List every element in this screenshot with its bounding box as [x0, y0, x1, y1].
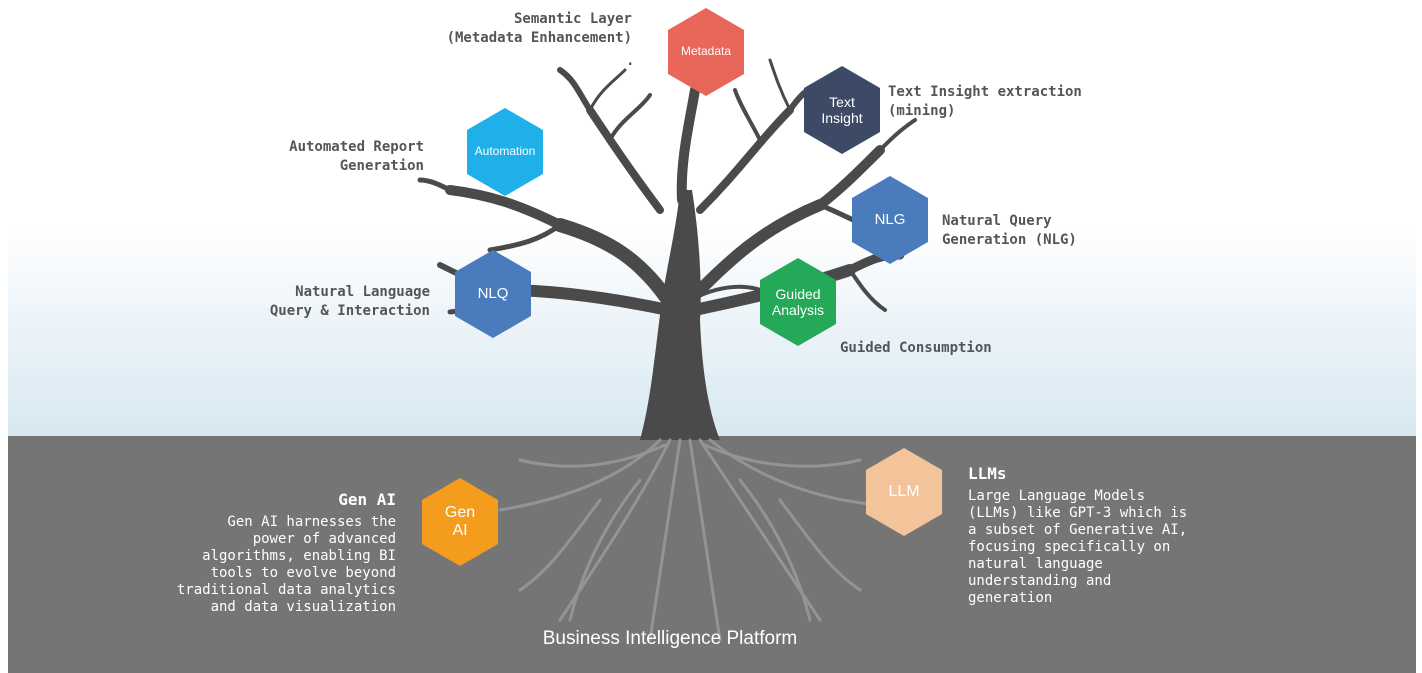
- text-insight-node[interactable]: Text Insight: [804, 66, 880, 154]
- natural-query-generation-label: Natural Query Generation (NLG): [942, 213, 1077, 248]
- root: [703, 443, 862, 468]
- branch: [588, 68, 627, 112]
- text-insight-label: Text Insight extraction (mining): [888, 84, 1082, 119]
- nlq-node-label: NLQ: [477, 285, 509, 303]
- branch: [848, 268, 887, 312]
- root: [688, 438, 722, 642]
- root: [738, 478, 812, 622]
- branch: [733, 88, 762, 142]
- guided-analysis-node[interactable]: Guided Analysis: [760, 258, 836, 346]
- llm-node-label: LLM: [888, 482, 920, 500]
- branch: [696, 106, 794, 214]
- metadata-node-label: Metadata: [680, 44, 732, 59]
- branch: [557, 67, 593, 113]
- automation-node-label: Automation: [474, 144, 536, 159]
- branch: [445, 185, 565, 230]
- root: [558, 438, 672, 622]
- branch: [417, 177, 453, 193]
- root: [648, 438, 682, 642]
- tree-trunk-core: [640, 190, 720, 440]
- platform-title: Business Intelligence Platform: [542, 628, 798, 649]
- root: [518, 443, 667, 468]
- branch: [684, 199, 826, 306]
- llms-description: Large Language Models (LLMs) like GPT-3 …: [968, 488, 1188, 606]
- metadata-node[interactable]: Metadata: [668, 8, 744, 96]
- text-insight-node-label: Text Insight: [821, 93, 863, 126]
- nlg-node-label: NLG: [874, 211, 906, 229]
- branch: [553, 218, 675, 307]
- root: [778, 498, 862, 592]
- branch: [768, 58, 792, 112]
- branch: [586, 106, 664, 214]
- gen-ai-node-label: Gen AI: [444, 503, 476, 539]
- branch: [878, 118, 917, 152]
- llm-node[interactable]: LLM: [866, 448, 942, 536]
- semantic-layer-label: Semantic Layer (Metadata Enhancement): [446, 11, 632, 46]
- branch: [487, 222, 563, 253]
- gen-ai-title: Gen AI: [338, 490, 396, 509]
- branch: [608, 93, 652, 142]
- ground-background: [8, 436, 1416, 673]
- root: [568, 478, 642, 622]
- root: [698, 438, 822, 622]
- gen-ai-description: Gen AI harnesses the power of advanced a…: [176, 514, 396, 615]
- llms-title: LLMs: [968, 464, 1007, 483]
- semantic-layer-dot: .: [626, 53, 635, 69]
- branch: [676, 85, 700, 205]
- natural-language-query-label: Natural Language Query & Interaction: [269, 284, 430, 319]
- root: [518, 498, 602, 592]
- guided-consumption-label: Guided Consumption: [840, 340, 992, 356]
- automated-report-label: Automated Report Generation: [289, 139, 424, 174]
- nlg-node[interactable]: NLG: [852, 176, 928, 264]
- guided-analysis-node-label: Guided Analysis: [771, 285, 825, 318]
- branch: [815, 145, 885, 210]
